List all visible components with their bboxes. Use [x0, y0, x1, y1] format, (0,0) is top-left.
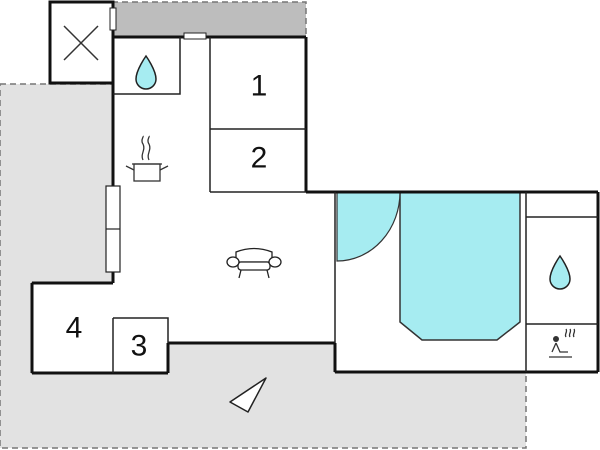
balcony-area [111, 1, 307, 38]
storage-cross-icon [63, 25, 99, 61]
window-left [105, 185, 121, 273]
water-drop-icon [135, 54, 157, 90]
compass-arrow-icon [229, 377, 267, 413]
pool [399, 191, 521, 341]
cooking-pot-icon [125, 135, 169, 182]
door-marker-top [183, 32, 207, 40]
water-drop-icon [549, 254, 571, 290]
sauna-icon [549, 328, 576, 358]
room-label-4: 4 [66, 312, 83, 345]
sofa-icon [226, 247, 282, 279]
interior-walls [112, 37, 598, 373]
room-label-1: 1 [251, 70, 268, 103]
pool-door-swing [336, 191, 401, 262]
door-marker-balcony [109, 7, 117, 31]
storage-room [48, 0, 115, 85]
room-label-3: 3 [131, 330, 148, 363]
room-label-2: 2 [251, 142, 268, 175]
